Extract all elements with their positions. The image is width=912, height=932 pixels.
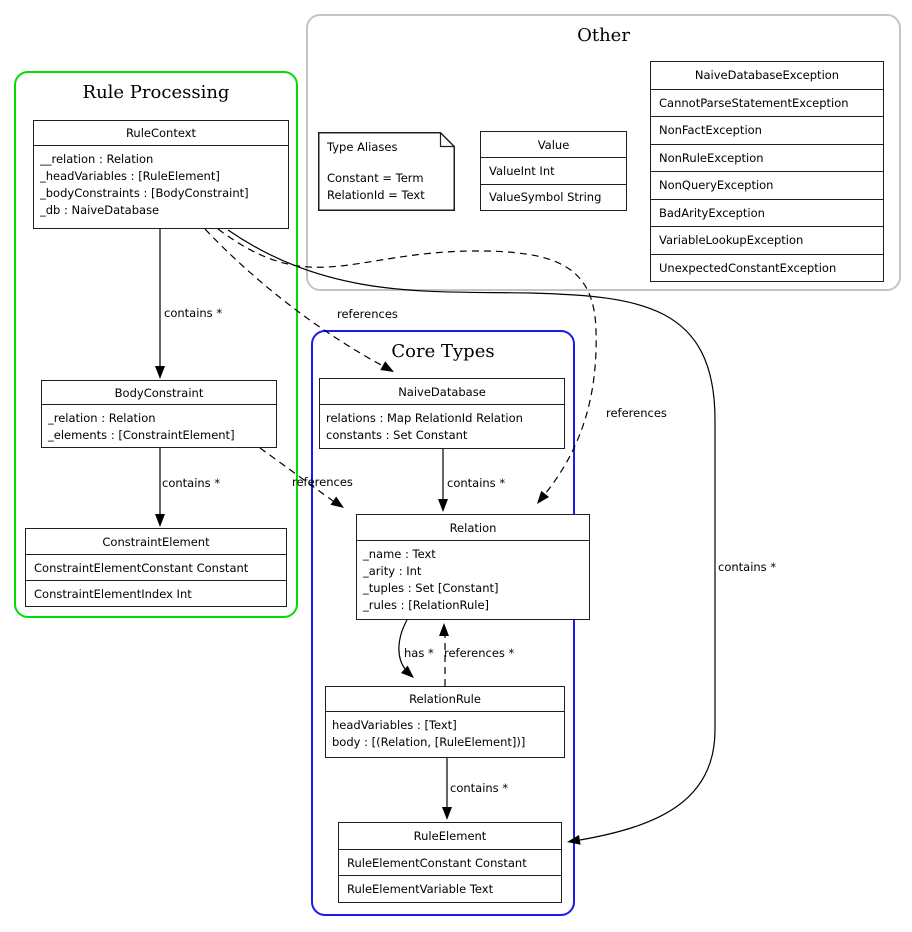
constructor-row: NonQueryException: [651, 171, 883, 199]
class-field: _arity : Int: [363, 564, 422, 578]
class-box-naivedatabaseexception: NaiveDatabaseException CannotParseStatem…: [650, 61, 884, 282]
class-box-relation: Relation _name : Text _arity : Int _tupl…: [356, 514, 590, 620]
constructor-row: NonRuleException: [651, 143, 883, 172]
constructor-row: ConstraintElementConstant Constant: [26, 554, 286, 580]
note-type-aliases: Type Aliases Constant = Term RelationId …: [318, 132, 455, 211]
class-box-value: Value ValueInt Int ValueSymbol String: [480, 131, 627, 211]
class-box-rulecontext: RuleContext __relation : Relation _headV…: [33, 120, 289, 229]
class-fields: __relation : Relation _headVariables : […: [34, 145, 288, 228]
note-shape: [318, 132, 455, 211]
class-field: _db : NaiveDatabase: [40, 203, 160, 217]
note-line: RelationId = Text: [327, 188, 425, 202]
class-fields: _relation : Relation _elements : [Constr…: [42, 404, 276, 447]
class-field: _elements : [ConstraintElement]: [48, 428, 235, 442]
class-field: body : [(Relation, [RuleElement])]: [332, 735, 526, 749]
class-title: Value: [537, 137, 570, 152]
edge-label: references: [606, 406, 667, 420]
class-box-bodyconstraint: BodyConstraint _relation : Relation _ele…: [41, 380, 277, 448]
class-field: constants : Set Constant: [326, 428, 468, 442]
constructor-row: VariableLookupException: [651, 226, 883, 254]
constructor-row: ValueSymbol String: [481, 183, 626, 210]
class-fields: headVariables : [Text] body : [(Relation…: [326, 711, 564, 757]
group-title-other: Other: [577, 25, 630, 46]
class-fields: _name : Text _arity : Int _tuples : Set …: [357, 540, 589, 619]
class-box-constraintelement: ConstraintElement ConstraintElementConst…: [25, 528, 287, 607]
note-title: Type Aliases: [327, 140, 398, 154]
class-field: _rules : [RelationRule]: [363, 598, 490, 612]
class-box-relationrule: RelationRule headVariables : [Text] body…: [325, 686, 565, 758]
class-field: _relation : Relation: [48, 411, 156, 425]
note-outline: [318, 132, 455, 211]
group-title-core-types: Core Types: [391, 341, 495, 362]
class-field: relations : Map RelationId Relation: [326, 411, 523, 425]
constructor-row: RuleElementVariable Text: [339, 875, 561, 902]
class-field: _tuples : Set [Constant]: [363, 581, 499, 595]
class-title: BodyConstraint: [114, 385, 204, 400]
constructor-row: RuleElementConstant Constant: [339, 848, 561, 876]
note-fold-icon: [439, 132, 455, 148]
constructor-row: ConstraintElementIndex Int: [26, 580, 286, 606]
class-field: headVariables : [Text]: [332, 718, 457, 732]
group-title-rule-processing: Rule Processing: [82, 82, 230, 103]
class-title: Relation: [449, 520, 497, 535]
class-field: _headVariables : [RuleElement]: [40, 169, 220, 183]
class-field: __relation : Relation: [40, 152, 154, 166]
class-fields: relations : Map RelationId Relation cons…: [320, 404, 564, 448]
class-title: RuleContext: [125, 126, 197, 140]
edge-label: contains *: [718, 560, 776, 574]
constructor-row: NonFactException: [651, 116, 883, 144]
class-title: NaiveDatabaseException: [694, 68, 840, 83]
edge-label: references: [337, 307, 398, 321]
class-title: RuleElement: [413, 828, 487, 843]
constructor-row: UnexpectedConstantException: [651, 253, 883, 282]
class-box-naivedatabase: NaiveDatabase relations : Map RelationId…: [319, 378, 565, 449]
class-title: ConstraintElement: [102, 534, 210, 549]
note-line: Constant = Term: [327, 171, 424, 185]
class-title: NaiveDatabase: [398, 384, 486, 399]
class-field: _bodyConstraints : [BodyConstraint]: [40, 186, 249, 200]
class-box-ruleelement: RuleElement RuleElementConstant Constant…: [338, 822, 562, 903]
class-title: RelationRule: [409, 692, 481, 706]
constructor-row: BadArityException: [651, 198, 883, 227]
constructor-row: CannotParseStatementException: [651, 88, 883, 117]
class-field: _name : Text: [363, 547, 436, 561]
constructor-row: ValueInt Int: [481, 157, 626, 183]
